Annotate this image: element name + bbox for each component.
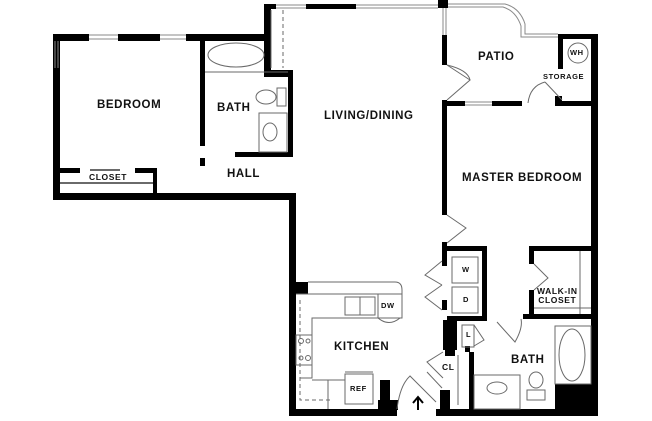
room-label-master-bedroom: MASTER BEDROOM	[462, 172, 583, 184]
room-label-linen-closet: L	[466, 330, 472, 339]
room-label-storage: STORAGE	[543, 72, 585, 81]
water-heater-label: WH	[570, 48, 584, 57]
fixtures	[60, 10, 592, 410]
walls	[53, 0, 598, 416]
dishwasher-label: DW	[381, 301, 395, 310]
windows	[54, 3, 558, 106]
room-label-hall: HALL	[227, 168, 261, 180]
room-label-walk-in-closet: WALK-IN CLOSET	[537, 286, 578, 306]
walk-in-closet-line-1: WALK-IN	[537, 286, 578, 296]
washer-label: W	[462, 265, 470, 274]
room-label-bedroom: BEDROOM	[97, 99, 162, 111]
entry-arrow-icon	[412, 395, 424, 410]
room-label-coat-closet: CL	[442, 362, 455, 372]
room-label-kitchen: KITCHEN	[334, 341, 390, 353]
room-label-bedroom-closet: CLOSET	[89, 172, 128, 182]
refrigerator-label: REF	[350, 384, 367, 393]
walk-in-closet-line-2: CLOSET	[538, 295, 577, 306]
dryer-label: D	[463, 295, 470, 304]
room-label-living-dining: LIVING/DINING	[324, 110, 414, 122]
room-label-bath-2: BATH	[511, 354, 545, 366]
room-label-bath-1: BATH	[217, 102, 251, 114]
room-label-patio: PATIO	[478, 51, 515, 63]
